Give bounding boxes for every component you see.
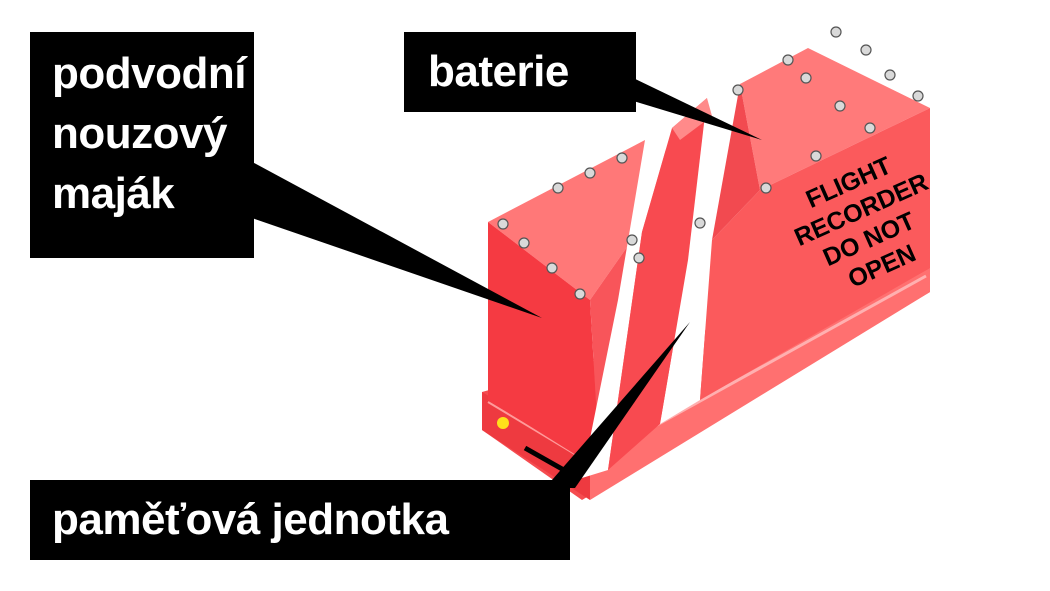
memory-unit-pointer <box>545 322 690 488</box>
label-battery: baterie <box>404 32 636 112</box>
battery-block <box>700 48 930 400</box>
screws <box>497 26 924 300</box>
label-memory-unit: paměťová jednotka <box>30 480 570 560</box>
beacon-pointer <box>230 150 542 318</box>
right-stripe <box>660 84 740 424</box>
indicator-light <box>497 417 509 429</box>
label-memory-unit-text: paměťová jednotka <box>52 495 449 544</box>
label-beacon-line-1: podvodní <box>52 49 246 98</box>
label-battery-text: baterie <box>428 47 569 96</box>
device-warning-text: FLIGHT RECORDER DO NOT OPEN <box>790 152 932 294</box>
memory-unit-block <box>608 98 712 470</box>
left-stripe <box>582 128 672 478</box>
label-beacon-line-3: maják <box>52 169 175 218</box>
label-underwater-beacon: podvodní nouzový maják <box>30 32 254 258</box>
battery-pointer <box>600 62 762 140</box>
label-beacon-line-2: nouzový <box>52 109 227 158</box>
